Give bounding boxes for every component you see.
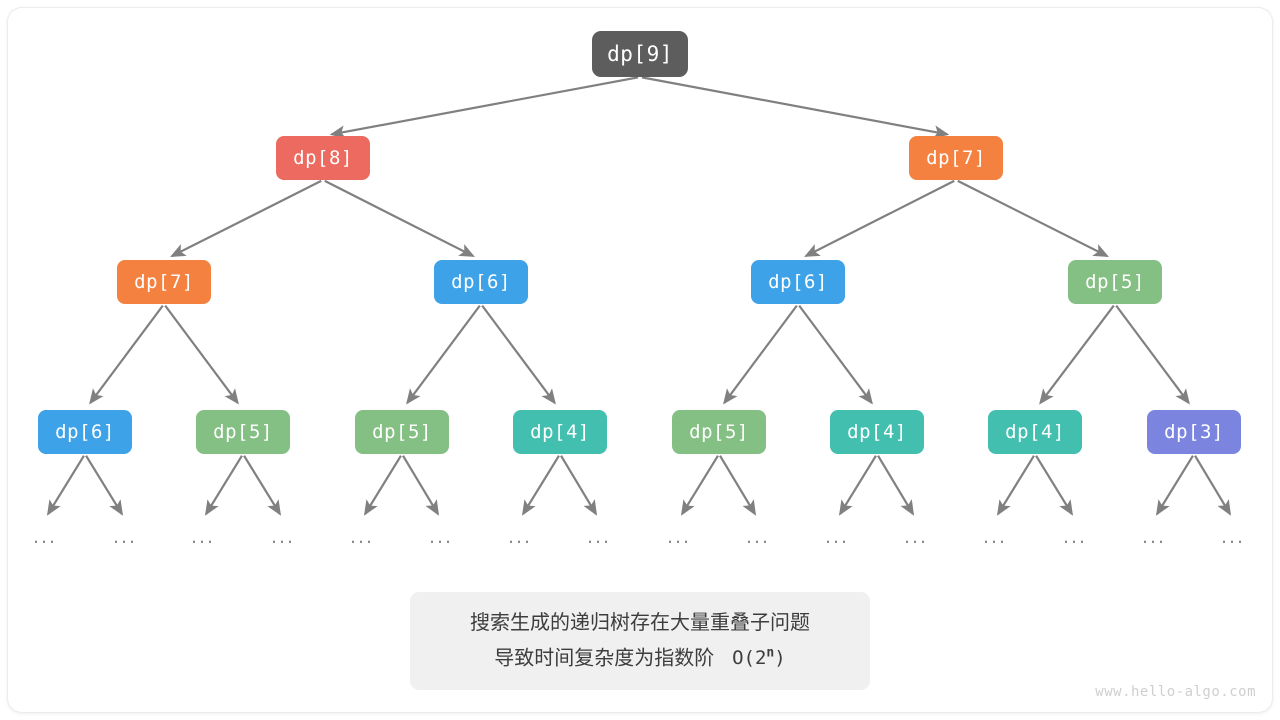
ellipsis-marker: ...	[1220, 526, 1246, 548]
tree-node-label: dp[3]	[1164, 421, 1224, 443]
tree-node-label: dp[9]	[607, 42, 673, 66]
tree-node-dp4: dp[4]	[513, 410, 607, 454]
tree-node-label: dp[6]	[768, 271, 828, 293]
tree-node-dp5: dp[5]	[672, 410, 766, 454]
tree-node-label: dp[6]	[451, 271, 511, 293]
tree-node-dp3: dp[3]	[1147, 410, 1241, 454]
tree-node-label: dp[5]	[213, 421, 273, 443]
ellipsis-marker: ...	[112, 526, 138, 548]
caption-box: 搜索生成的递归树存在大量重叠子问题 导致时间复杂度为指数阶 O(2n)	[410, 592, 870, 691]
ellipsis-marker: ...	[428, 526, 454, 548]
tree-node-dp5: dp[5]	[196, 410, 290, 454]
complexity-expression: O(2n)	[721, 646, 786, 670]
tree-node-label: dp[4]	[847, 421, 907, 443]
ellipsis-marker: ...	[903, 526, 929, 548]
tree-node-dp7: dp[7]	[117, 260, 211, 304]
tree-node-dp5: dp[5]	[1068, 260, 1162, 304]
caption-line-2: 导致时间复杂度为指数阶 O(2n)	[410, 638, 870, 674]
ellipsis-marker: ...	[507, 526, 533, 548]
tree-node-label: dp[7]	[134, 271, 194, 293]
ellipsis-marker: ...	[745, 526, 771, 548]
tree-node-dp6: dp[6]	[751, 260, 845, 304]
tree-node-label: dp[6]	[55, 421, 115, 443]
caption-line-1: 搜索生成的递归树存在大量重叠子问题	[470, 610, 810, 634]
ellipsis-marker: ...	[982, 526, 1008, 548]
ellipsis-marker: ...	[32, 526, 58, 548]
complexity-close: )	[774, 647, 786, 670]
tree-node-label: dp[5]	[1085, 271, 1145, 293]
complexity-base: O(2	[732, 647, 767, 670]
tree-node-dp6: dp[6]	[38, 410, 132, 454]
tree-node-label: dp[5]	[372, 421, 432, 443]
tree-node-label: dp[4]	[530, 421, 590, 443]
tree-node-dp6: dp[6]	[434, 260, 528, 304]
ellipsis-marker: ...	[824, 526, 850, 548]
ellipsis-marker: ...	[586, 526, 612, 548]
tree-node-dp4: dp[4]	[830, 410, 924, 454]
tree-node-label: dp[5]	[689, 421, 749, 443]
tree-node-dp7: dp[7]	[909, 136, 1003, 180]
tree-node-dp8: dp[8]	[276, 136, 370, 180]
ellipsis-marker: ...	[190, 526, 216, 548]
ellipsis-marker: ...	[666, 526, 692, 548]
tree-node-dp9: dp[9]	[592, 31, 688, 77]
tree-node-label: dp[4]	[1005, 421, 1065, 443]
tree-node-label: dp[7]	[926, 147, 986, 169]
caption-line-2-text: 导致时间复杂度为指数阶	[494, 645, 715, 670]
complexity-exponent: n	[766, 646, 775, 661]
ellipsis-marker: ...	[1062, 526, 1088, 548]
tree-node-dp4: dp[4]	[988, 410, 1082, 454]
tree-node-label: dp[8]	[293, 147, 353, 169]
ellipsis-marker: ...	[270, 526, 296, 548]
ellipsis-marker: ...	[349, 526, 375, 548]
watermark: www.hello-algo.com	[1095, 684, 1256, 700]
tree-node-dp5: dp[5]	[355, 410, 449, 454]
ellipsis-marker: ...	[1141, 526, 1167, 548]
